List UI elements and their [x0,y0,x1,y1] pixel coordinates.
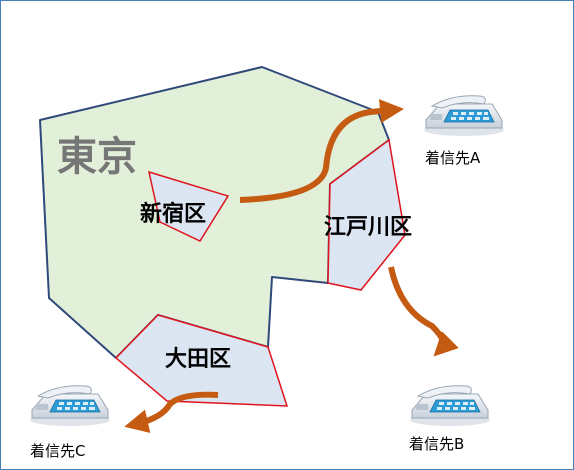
ward-shinjuku [147,170,230,242]
arrow-to-C [124,391,219,433]
tokyo-label: 東京 [57,134,137,180]
arrow-to-B [388,266,459,357]
telephone-icon [409,385,491,427]
ward-label-edogawa: 江戸川区 [324,215,412,240]
ward-edogawa [327,138,406,291]
destination-label-B: 着信先B [409,435,464,453]
destination-label-A: 着信先A [425,149,481,167]
destination-label-C: 着信先C [30,442,85,460]
ward-ota [114,314,289,407]
telephone-icon [423,95,505,137]
ward-label-ota: 大田区 [165,347,231,372]
ward-label-shinjuku: 新宿区 [140,201,206,227]
arrow-to-A [239,99,404,203]
telephone-icon [29,385,111,427]
